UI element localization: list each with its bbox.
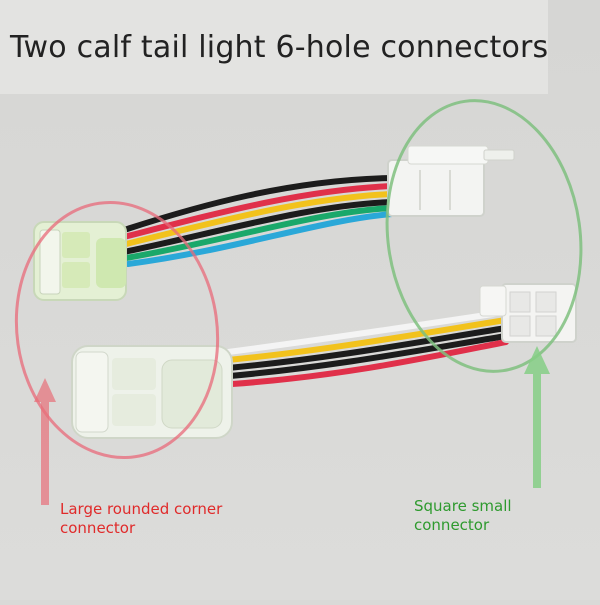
- left-annotation: Large rounded corner connector: [60, 500, 222, 538]
- upper-left-connector: [33, 221, 127, 301]
- right-annotation-line2: connector: [414, 516, 490, 534]
- page-title: Two calf tail light 6-hole connectors: [10, 30, 549, 65]
- lower-harness-wires: [225, 309, 509, 387]
- green-arrow: [524, 346, 550, 488]
- red-highlight-ellipse: [14, 200, 220, 460]
- upper-harness-wires: [115, 175, 395, 267]
- lower-left-connector: [71, 345, 233, 439]
- title-banner: Two calf tail light 6-hole connectors: [0, 0, 548, 94]
- left-annotation-line2: connector: [60, 519, 136, 537]
- right-annotation: Square small connector: [414, 497, 512, 535]
- lower-right-connector: [479, 283, 577, 343]
- left-annotation-line1: Large rounded corner: [60, 500, 223, 518]
- red-arrow: [34, 378, 56, 505]
- green-highlight-ellipse: [385, 99, 583, 373]
- upper-right-connector: [387, 145, 515, 217]
- right-annotation-line1: Square small: [414, 497, 512, 515]
